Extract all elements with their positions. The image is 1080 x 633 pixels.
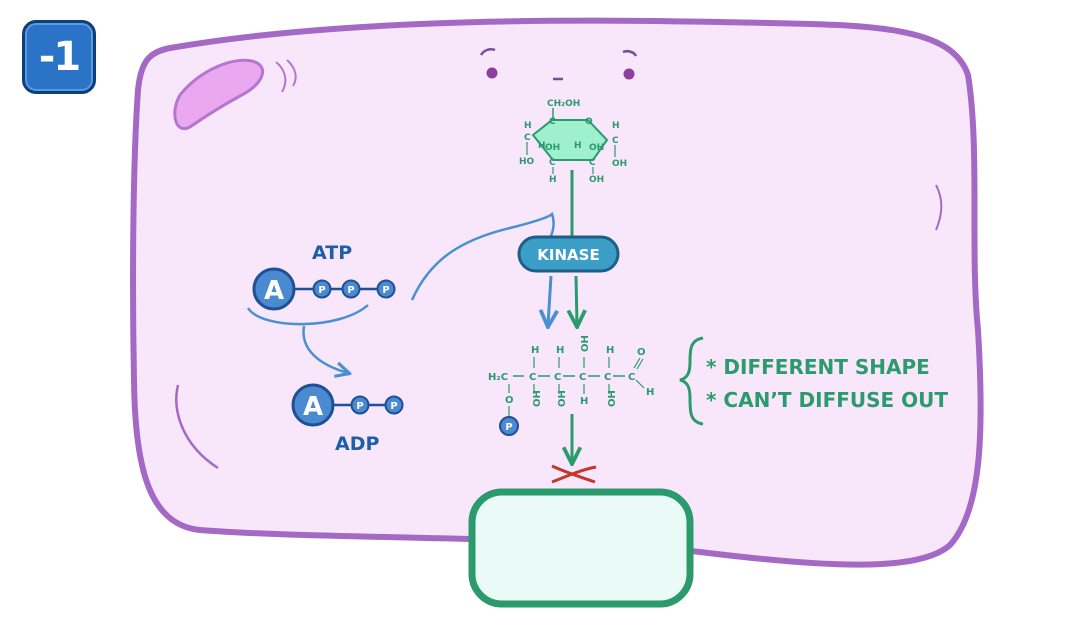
cell-face — [479, 47, 638, 81]
notes-brace — [679, 336, 704, 426]
g6p-h: H — [646, 387, 654, 398]
glucose-atom-c: C — [549, 158, 556, 168]
g6p-phosphate-label: P — [505, 422, 512, 433]
atp-phosphate — [376, 279, 396, 299]
g6p-c: C — [529, 372, 536, 383]
atp-to-kinase-line — [410, 211, 555, 301]
g6p-o: O — [637, 347, 646, 358]
glucose-atom-h: H — [574, 141, 582, 151]
kinase-label: KINASE — [537, 246, 599, 264]
g6p-h: H — [606, 345, 614, 356]
glucose-atom-c: C — [612, 136, 619, 146]
adp-phosphate-label: P — [390, 401, 397, 412]
atp-molecule: ATP A P P P — [252, 242, 396, 311]
glucose-atom-h: H — [538, 141, 546, 151]
atp-phosphate — [312, 279, 332, 299]
glucose-atom-c: C — [549, 117, 556, 127]
glucose-atom-c: C — [524, 133, 531, 143]
note-cant-diffuse: * CAN’T DIFFUSE OUT — [706, 388, 948, 412]
glucose-atom-oh: OH — [612, 159, 627, 169]
glucose-atom-oh: OH — [589, 175, 604, 185]
kinase-arrow-blue — [548, 275, 551, 325]
adp-phosphate-label: P — [356, 401, 363, 412]
atp-bracket — [246, 304, 369, 326]
atp-phosphate — [341, 279, 361, 299]
kinase-enzyme: KINASE — [517, 235, 620, 273]
g6p-h: H — [556, 345, 564, 356]
cross-mark-icon — [551, 464, 597, 484]
glucose-atom-oh: OH — [589, 143, 604, 153]
adp-phosphate — [384, 395, 404, 415]
note-different-shape: * DIFFERENT SHAPE — [706, 355, 930, 379]
glucose-molecule: CH₂OH C O H C HO H OH C H H OH C OH H C … — [519, 99, 627, 185]
g6p-c: C — [579, 372, 586, 383]
glucose-atom-h: H — [524, 121, 532, 131]
atp-adenosine — [252, 267, 296, 311]
g6p-h: H — [531, 345, 539, 356]
atp-label: ATP — [312, 242, 352, 264]
g6p-c: C — [604, 372, 611, 383]
g6p-oh: OH — [580, 335, 591, 352]
glucose-atom-h: H — [549, 175, 557, 185]
g6p-phosphate — [499, 416, 519, 436]
glucose-ch2oh: CH₂OH — [547, 99, 580, 109]
g6p-o: O — [505, 395, 514, 406]
g6p-molecule: H₂C C C C C C H H OH H O H O OH OH H — [488, 335, 654, 416]
glucose-atom-c: C — [589, 158, 596, 168]
adp-adenosine — [291, 383, 335, 427]
atp-to-adp-arrow — [302, 325, 348, 373]
g6p-oh: OH — [532, 390, 543, 407]
membrane-mark — [175, 384, 219, 470]
kinase-arrow-teal — [576, 275, 577, 325]
organelle-blob — [173, 58, 265, 131]
organelle-highlight — [275, 61, 287, 93]
g6p-oh: OH — [607, 390, 618, 407]
atp-phosphate-label: P — [318, 285, 325, 296]
minus-one-badge: -1 — [22, 20, 96, 94]
g6p-c: C — [628, 372, 635, 383]
adp-phosphate — [350, 395, 370, 415]
adp-adenosine-label: A — [303, 392, 323, 422]
adp-molecule: A P P ADP — [291, 383, 404, 455]
membrane-mark — [935, 184, 943, 231]
atp-phosphate-label: P — [382, 285, 389, 296]
atp-phosphate-label: P — [347, 285, 354, 296]
cell-membrane — [130, 17, 984, 568]
g6p-h2c: H₂C — [488, 372, 508, 383]
glucose-atom-o: O — [585, 117, 593, 127]
glucose-atom-h: H — [612, 121, 620, 131]
glucose-atom-ho: HO — [519, 157, 535, 167]
adp-label: ADP — [335, 433, 379, 455]
organelle-highlight — [286, 59, 297, 87]
glucose-atom-oh: OH — [545, 143, 560, 153]
g6p-oh: OH — [557, 390, 568, 407]
nucleus — [468, 488, 694, 608]
g6p-h: H — [580, 396, 588, 407]
g6p-c: C — [554, 372, 561, 383]
glucose-ring — [531, 119, 609, 161]
atp-adenosine-label: A — [264, 276, 284, 306]
